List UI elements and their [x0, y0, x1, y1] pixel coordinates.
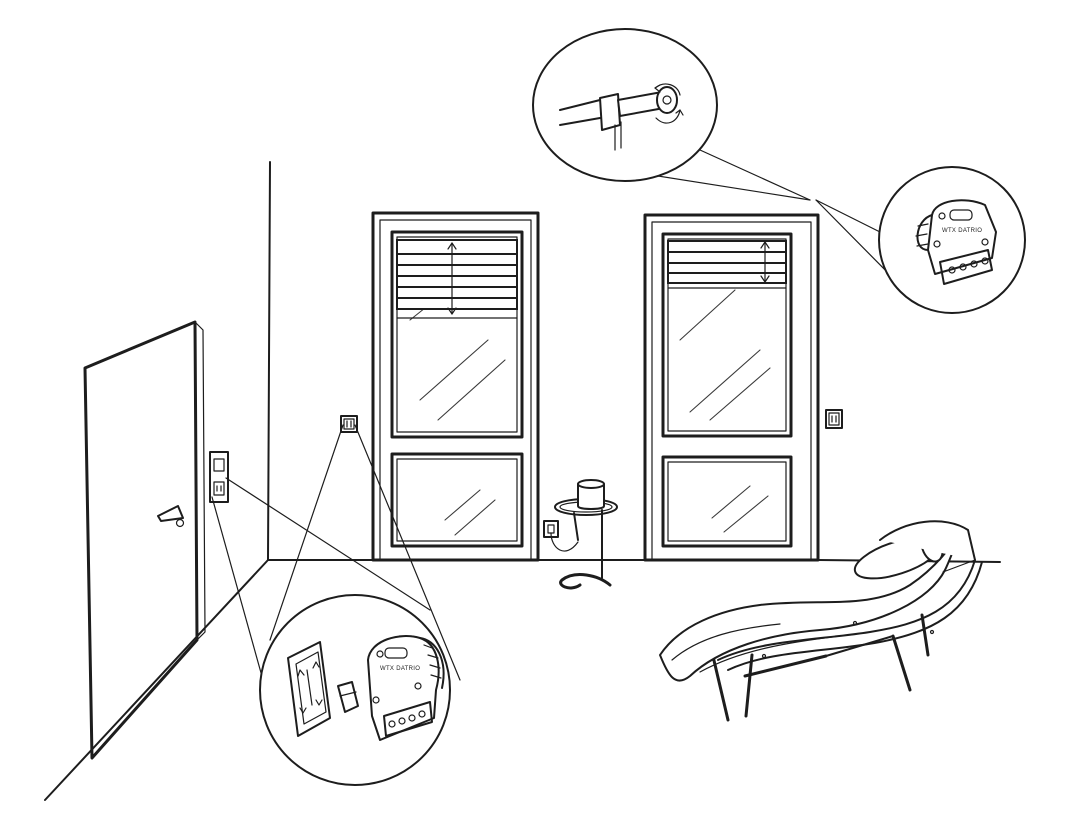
callout-bottom-left: WTX DATRIO	[259, 594, 451, 786]
module-label: WTX DATRIO	[942, 228, 982, 234]
power-outlet-icon	[543, 520, 579, 552]
roller-blind-right	[667, 240, 787, 289]
chaise-lounge	[659, 520, 983, 722]
roller-blind-left	[396, 239, 518, 319]
entry-door	[83, 320, 206, 760]
roller-tube-motor	[559, 83, 684, 151]
callout-top-center	[532, 28, 718, 182]
smart-speaker-icon	[577, 479, 605, 510]
wall-switch-left	[209, 451, 229, 503]
callout-top-right: WTX DATRIO	[878, 166, 1026, 314]
relay-module: WTX DATRIO	[367, 635, 445, 741]
wall-switch-right	[825, 409, 843, 429]
door-handle-icon	[157, 505, 185, 528]
switch-plate	[287, 641, 331, 737]
wall-switch-center	[340, 415, 358, 433]
module-label: WTX DATRIO	[380, 666, 420, 672]
room-walls	[44, 161, 1001, 801]
side-table	[554, 498, 618, 590]
relay-module: WTX DATRIO	[915, 199, 997, 285]
up-down-arrow-icon	[760, 241, 770, 283]
up-down-arrow-icon	[447, 242, 457, 315]
